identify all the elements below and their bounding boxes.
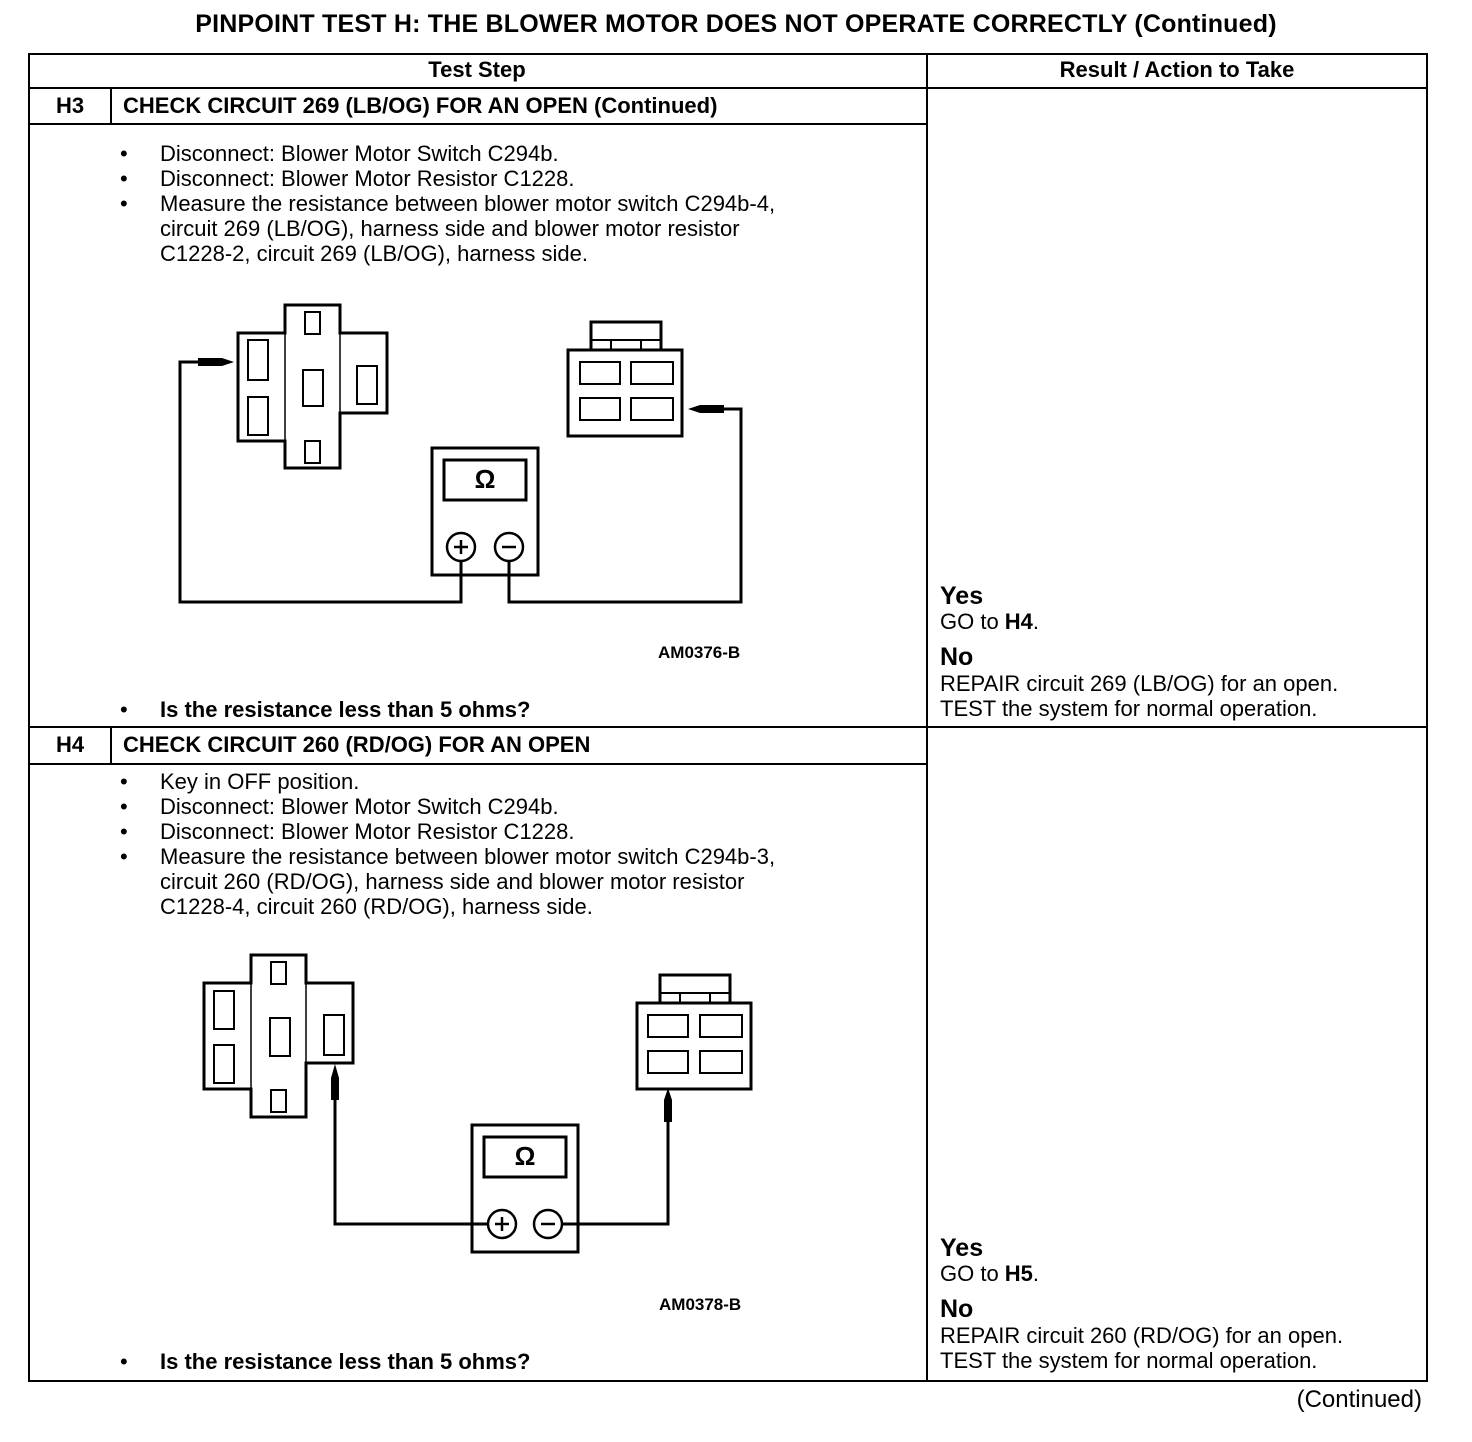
h3-code-divider bbox=[110, 88, 112, 124]
question-h4: • Is the resistance less than 5 ohms? bbox=[120, 1349, 531, 1374]
yes-action-h3: GO to H4. bbox=[940, 609, 1040, 634]
step-heading-h4: CHECK CIRCUIT 260 (RD/OG) FOR AN OPEN bbox=[123, 732, 591, 757]
list-item-continuation: C1228-4, circuit 260 (RD/OG), harness si… bbox=[160, 894, 593, 919]
yes-label-h3: Yes bbox=[940, 582, 984, 610]
list-item: •Disconnect: Blower Motor Resistor C1228… bbox=[120, 819, 575, 844]
h4-instructions: •Key in OFF position. •Disconnect: Blowe… bbox=[118, 769, 775, 919]
page-title: PINPOINT TEST H: THE BLOWER MOTOR DOES N… bbox=[195, 10, 1277, 38]
test-table bbox=[28, 53, 1428, 1382]
h3-instructions: •Disconnect: Blower Motor Switch C294b. … bbox=[118, 141, 775, 266]
result-header: Result / Action to Take bbox=[1059, 57, 1295, 82]
continued-footer: (Continued) bbox=[1296, 1386, 1422, 1413]
yes-action-h4: GO to H5. bbox=[940, 1261, 1040, 1286]
list-item: •Key in OFF position. bbox=[120, 769, 360, 794]
test-step-header: Test Step bbox=[428, 57, 526, 82]
no-action-h3-line1: REPAIR circuit 269 (LB/OG) for an open. bbox=[940, 671, 1339, 696]
link-h5[interactable]: H5 bbox=[1004, 1261, 1033, 1286]
list-item: •Measure the resistance between blower m… bbox=[120, 191, 776, 216]
list-item: •Disconnect: Blower Motor Switch C294b. bbox=[120, 794, 559, 819]
column-divider bbox=[926, 53, 928, 1382]
list-item-continuation: C1228-2, circuit 269 (LB/OG), harness si… bbox=[160, 241, 588, 266]
no-action-h4-line1: REPAIR circuit 260 (RD/OG) for an open. bbox=[940, 1323, 1344, 1348]
step-code-h4: H4 bbox=[55, 732, 85, 757]
no-action-h4-line2: TEST the system for normal operation. bbox=[940, 1348, 1318, 1373]
h4-code-divider bbox=[110, 727, 112, 764]
no-label-h4: No bbox=[940, 1295, 974, 1323]
question-h3: • Is the resistance less than 5 ohms? bbox=[120, 697, 531, 722]
list-item: •Measure the resistance between blower m… bbox=[120, 844, 776, 869]
ohm-symbol: Ω bbox=[474, 464, 496, 494]
list-item-continuation: circuit 269 (LB/OG), harness side and bl… bbox=[160, 216, 740, 241]
h3-title-divider bbox=[28, 123, 927, 125]
link-h4[interactable]: H4 bbox=[1004, 609, 1033, 634]
figure-ref-h3: AM0376-B bbox=[658, 643, 741, 662]
figure-ref-h4: AM0378-B bbox=[659, 1295, 742, 1314]
step-heading-h3: CHECK CIRCUIT 269 (LB/OG) FOR AN OPEN (C… bbox=[123, 93, 718, 118]
header-row-divider bbox=[28, 87, 1428, 89]
step-code-h3: H3 bbox=[55, 93, 85, 118]
step-row-divider bbox=[28, 726, 1428, 728]
list-item: •Disconnect: Blower Motor Switch C294b. bbox=[120, 141, 559, 166]
list-item: •Disconnect: Blower Motor Resistor C1228… bbox=[120, 166, 575, 191]
h4-title-divider bbox=[28, 763, 927, 765]
list-item-continuation: circuit 260 (RD/OG), harness side and bl… bbox=[160, 869, 745, 894]
no-action-h3-line2: TEST the system for normal operation. bbox=[940, 696, 1318, 721]
yes-label-h4: Yes bbox=[940, 1234, 984, 1262]
ohm-symbol: Ω bbox=[514, 1141, 536, 1171]
no-label-h3: No bbox=[940, 643, 974, 671]
